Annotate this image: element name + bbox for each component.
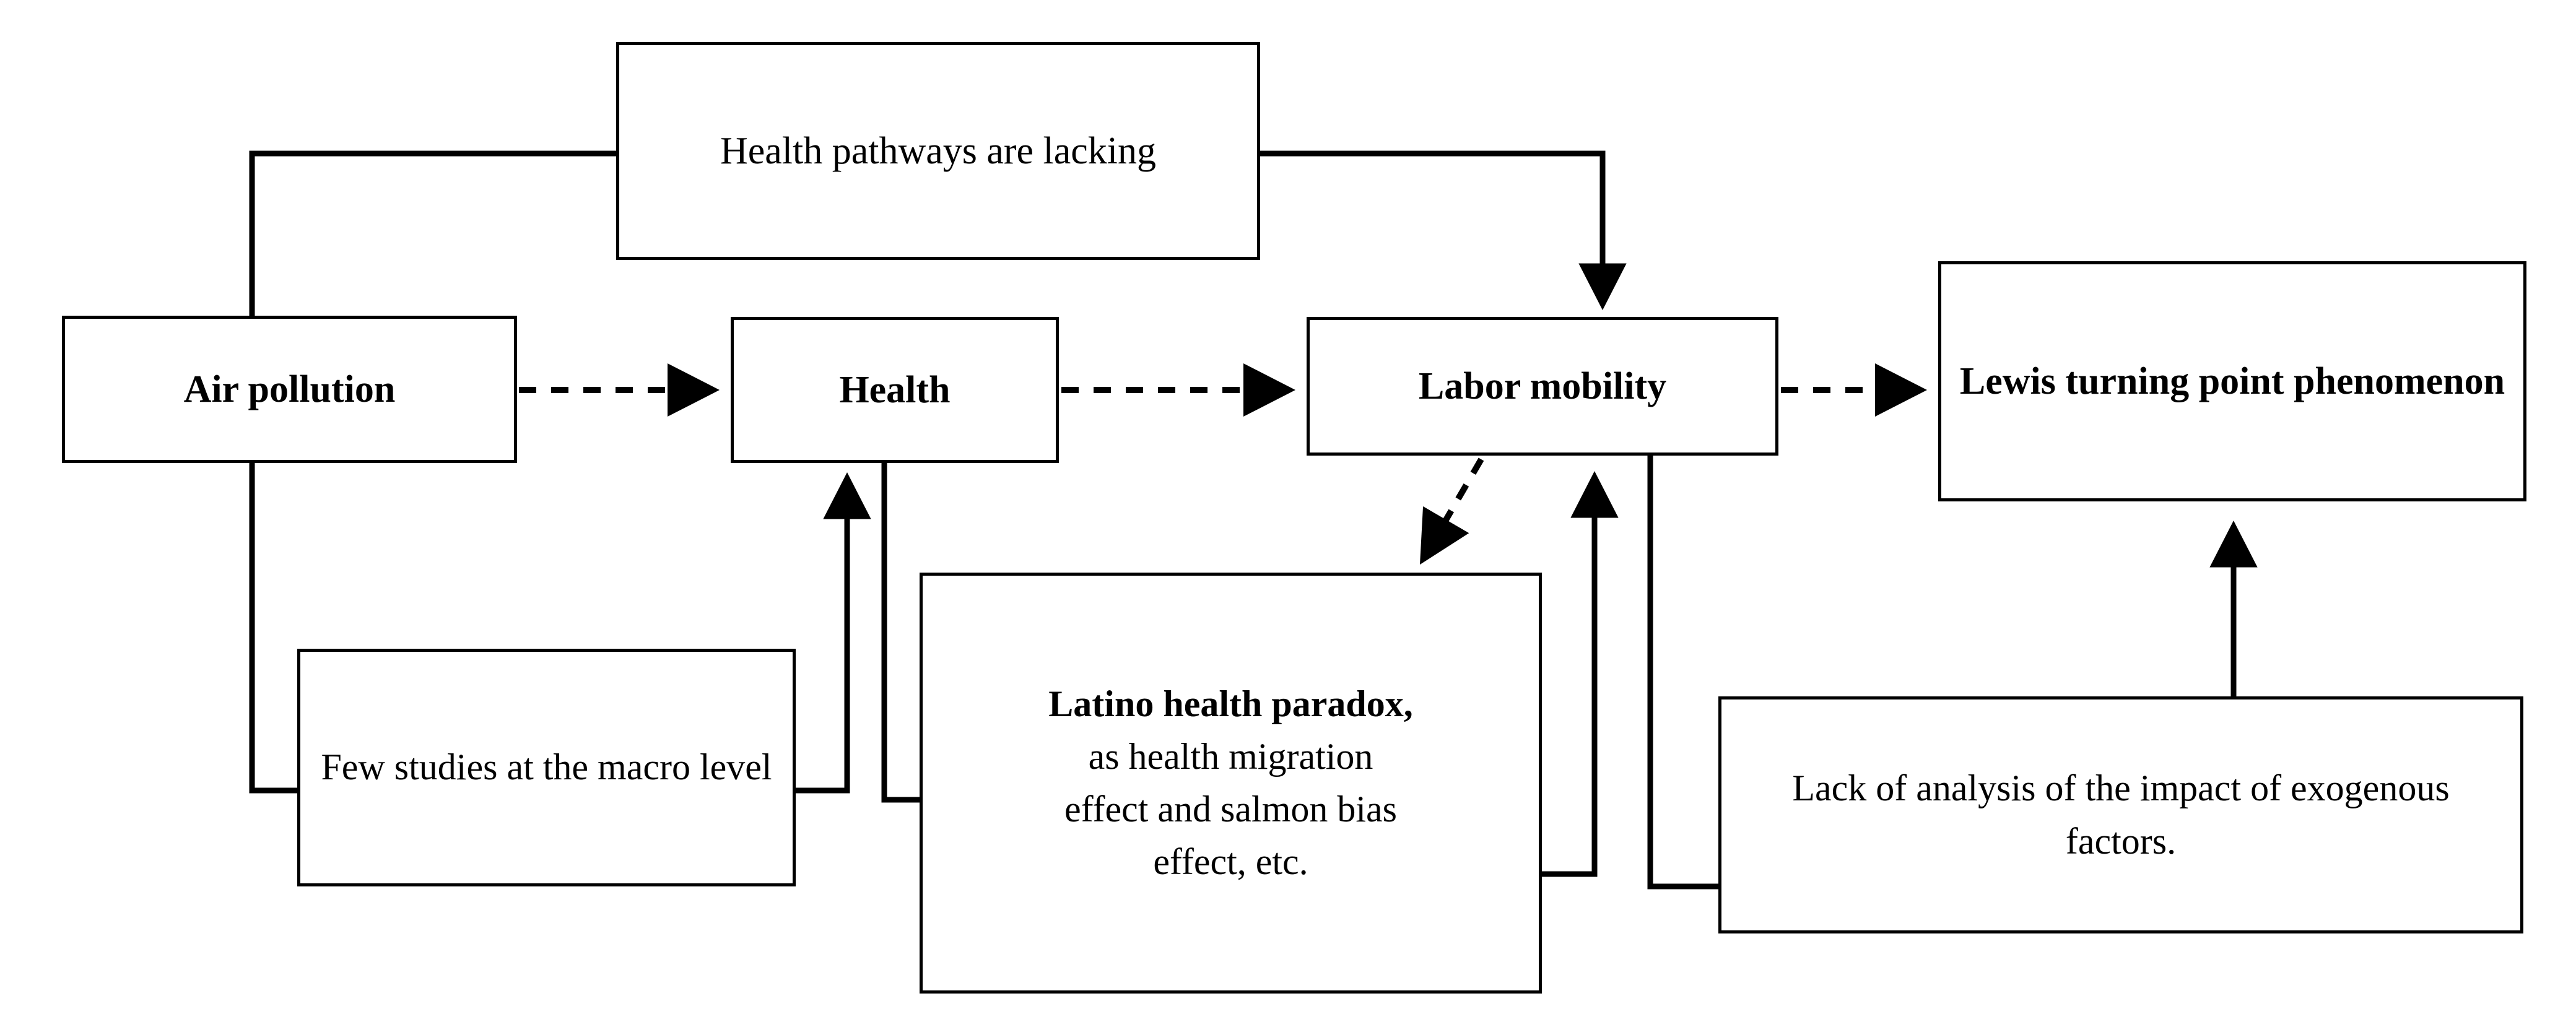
node-labor-mobility[interactable]: Labor mobility	[1307, 317, 1778, 456]
node-latino-health-paradox[interactable]: Latino health paradox, as health migrati…	[920, 573, 1542, 994]
node-health[interactable]: Health	[731, 317, 1059, 463]
node-lack-of-analysis-label: Lack of analysis of the impact of exogen…	[1792, 768, 2450, 862]
node-health-pathways[interactable]: Health pathways are lacking	[616, 42, 1260, 260]
node-air-pollution[interactable]: Air pollution	[62, 316, 517, 463]
node-lewis-turning-point-label: Lewis turning point phenomenon	[1959, 360, 2505, 402]
node-lewis-turning-point[interactable]: Lewis turning point phenomenon	[1938, 261, 2526, 501]
latino-rest-line4: effect, etc.	[1153, 841, 1308, 883]
edge-latino-to-labor	[1542, 471, 1619, 877]
edge-health-to-latino	[881, 463, 920, 803]
latino-bold-phrase: Latino health paradox,	[1048, 683, 1413, 724]
edge-pathways-to-labor	[1260, 150, 1627, 310]
node-latino-health-paradox-label: Latino health paradox, as health migrati…	[934, 678, 1528, 889]
latino-rest-line3: effect and salmon bias	[1064, 789, 1398, 829]
node-few-studies-label: Few studies at the macro level	[321, 747, 772, 788]
node-health-label: Health	[839, 368, 951, 411]
node-labor-mobility-label: Labor mobility	[1418, 365, 1667, 407]
node-few-studies[interactable]: Few studies at the macro level	[297, 649, 796, 886]
node-health-pathways-label: Health pathways are lacking	[720, 129, 1157, 172]
edge-labor-to-latino	[1419, 457, 1484, 565]
latino-rest-line2: as health migration	[1088, 735, 1373, 777]
node-lack-of-analysis[interactable]: Lack of analysis of the impact of exogen…	[1718, 696, 2523, 933]
node-air-pollution-label: Air pollution	[183, 368, 396, 410]
edge-labor-to-lack	[1647, 456, 1718, 890]
edge-few-studies-to-health	[796, 472, 871, 794]
edge-air-to-few-studies	[249, 421, 297, 794]
edge-air-to-pathways	[249, 150, 616, 387]
